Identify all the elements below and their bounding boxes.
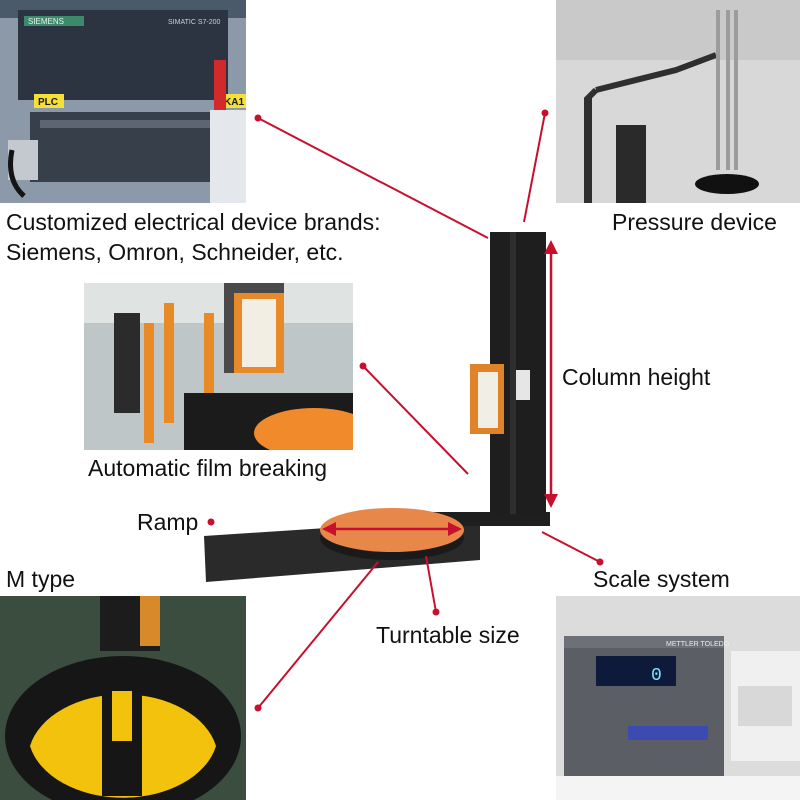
film-breaking-photo <box>84 283 353 450</box>
pressure-device-photo <box>556 0 800 203</box>
scale-brand-text: METTLER TOLEDO <box>666 641 730 648</box>
scale-system-photo: METTLER TOLEDO 0 <box>556 596 800 800</box>
column-edge <box>510 232 516 514</box>
plc-tag-text: PLC <box>38 97 58 108</box>
turntable-arrow-left-head <box>322 522 336 536</box>
m-type-label: M type <box>6 566 76 592</box>
electrical-cabinet-photo: SIEMENS SIMATIC S7-200 PLC KA1 <box>0 0 246 203</box>
scale-reading-text: 0 <box>651 666 662 686</box>
line-turntable-size <box>425 555 437 613</box>
electrical-label-line1: Customized electrical device brands: <box>6 209 381 235</box>
line-electrical <box>257 117 489 239</box>
line-film-breaking <box>362 365 469 475</box>
pressure-device-label: Pressure device <box>612 209 777 235</box>
line-pressure <box>523 112 546 223</box>
control-panel <box>516 370 530 400</box>
column-arrow-top-head <box>544 240 558 254</box>
ka-tag-text: KA1 <box>224 97 244 108</box>
line-scale <box>541 531 601 563</box>
dot-turntable-size <box>432 608 440 616</box>
electrical-label-line2: Siemens, Omron, Schneider, etc. <box>6 239 344 265</box>
film-roll <box>478 372 498 428</box>
column-arrow-bottom-head <box>544 494 558 508</box>
ramp-label: Ramp <box>137 509 199 535</box>
plc-brand-text: SIEMENS <box>28 17 64 26</box>
plc-model-text: SIMATIC S7-200 <box>168 19 220 26</box>
dot-film-breaking <box>359 362 367 370</box>
dot-electrical <box>254 114 262 122</box>
m-type-photo <box>0 596 246 800</box>
dot-pressure <box>541 109 549 117</box>
dot-m-type <box>254 704 262 712</box>
dot-scale <box>596 558 604 566</box>
line-m-type <box>257 561 379 709</box>
film-breaking-label: Automatic film breaking <box>88 455 328 481</box>
turntable-size-label: Turntable size <box>376 622 520 648</box>
turntable-arrow-right-head <box>448 522 462 536</box>
scale-system-label: Scale system <box>593 566 730 592</box>
column-height-label: Column height <box>562 364 711 390</box>
dot-ramp <box>207 518 215 526</box>
